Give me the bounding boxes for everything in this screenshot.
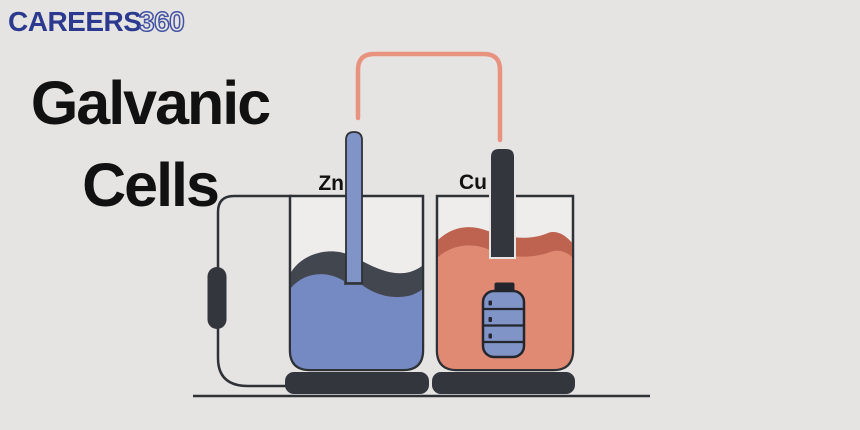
careers360-logo: CAREERS 360 bbox=[8, 5, 185, 38]
left-base-platform bbox=[285, 372, 429, 394]
left-wire bbox=[216, 194, 292, 388]
title-line-1: Galvanic bbox=[30, 69, 271, 137]
battery-dot bbox=[488, 300, 492, 306]
zn-label: Zn bbox=[318, 172, 344, 195]
right-base-platform bbox=[432, 372, 575, 394]
zn-electrode bbox=[345, 131, 363, 284]
zn-solution bbox=[291, 274, 422, 369]
top-connecting-wire bbox=[355, 51, 503, 143]
page-title: Galvanic Cells bbox=[4, 62, 296, 226]
title-line-2: Cells bbox=[82, 151, 220, 219]
logo-brand-text: CAREERS bbox=[8, 6, 141, 37]
cu-label: Cu bbox=[459, 171, 487, 194]
cu-electrode bbox=[489, 147, 516, 259]
battery-icon bbox=[481, 282, 526, 359]
battery-dot bbox=[488, 333, 492, 339]
wire-component-capsule bbox=[207, 267, 227, 329]
battery-dot bbox=[488, 317, 492, 322]
logo-suffix-text: 360 bbox=[139, 6, 184, 37]
battery-body bbox=[481, 289, 526, 359]
